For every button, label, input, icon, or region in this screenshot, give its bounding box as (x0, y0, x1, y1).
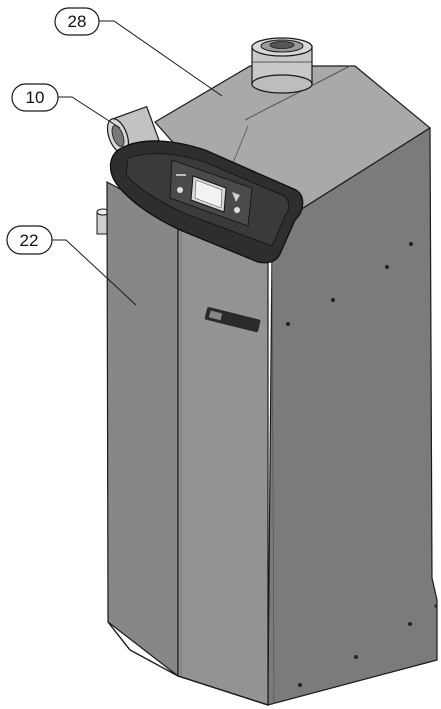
center-front-panel (177, 219, 269, 706)
callout-28-label: 28 (68, 12, 87, 31)
control-button-icon (177, 187, 183, 193)
callout-10-label: 10 (26, 88, 45, 107)
callout-22-label: 22 (20, 231, 39, 250)
control-button-icon (234, 207, 240, 213)
base-edge (107, 621, 269, 706)
vent-collar (251, 37, 313, 94)
brand-logo (204, 307, 261, 333)
side-fitting (96, 208, 110, 235)
left-front-panel (106, 180, 179, 678)
control-panel (169, 159, 253, 227)
callout-10: 10 (11, 83, 121, 129)
air-intake-pipe (106, 105, 160, 155)
callout-22: 22 (6, 225, 137, 306)
callout-28: 28 (54, 7, 223, 97)
